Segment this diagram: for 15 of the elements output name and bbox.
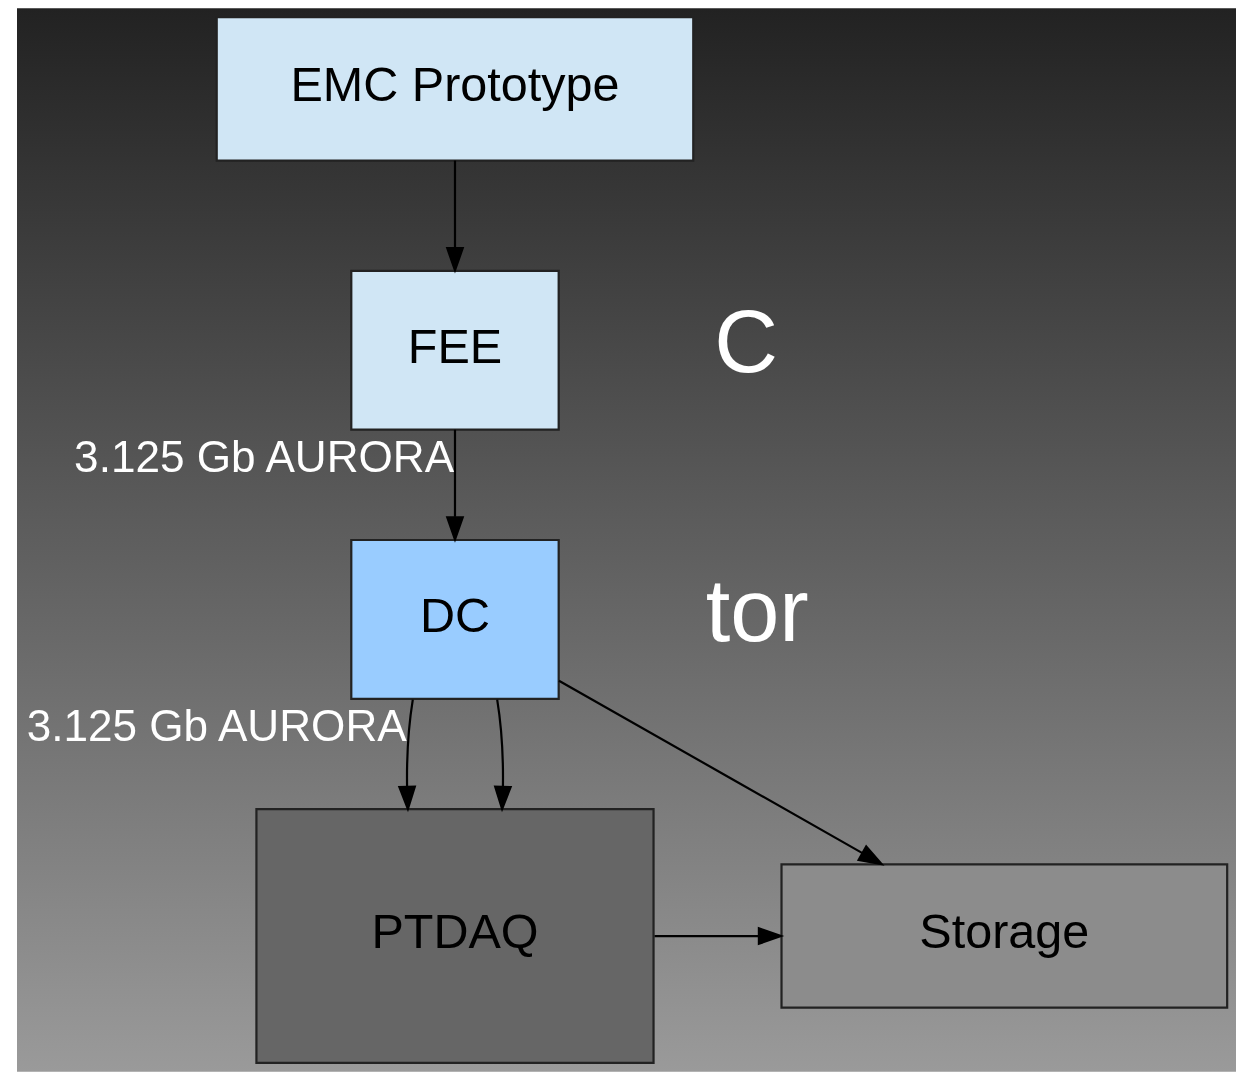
- arrow: [445, 429, 464, 543]
- edge-label: 3.125 Gb AURORA: [26, 700, 407, 750]
- node-box: PTDAQ: [254, 808, 655, 1064]
- label: tor: [705, 561, 809, 661]
- arrow: [557, 679, 885, 866]
- node-box: Storage: [779, 863, 1228, 1009]
- label: C: [713, 292, 778, 392]
- arrow: [654, 926, 784, 946]
- arrow: [397, 699, 416, 813]
- arrow: [445, 160, 464, 274]
- edge-label: 3.125 Gb AURORA: [73, 431, 454, 481]
- arrow: [493, 699, 512, 813]
- node-box: DC: [349, 538, 560, 700]
- node-box: FEE: [349, 269, 560, 431]
- node-box: EMC Prototype: [215, 16, 694, 162]
